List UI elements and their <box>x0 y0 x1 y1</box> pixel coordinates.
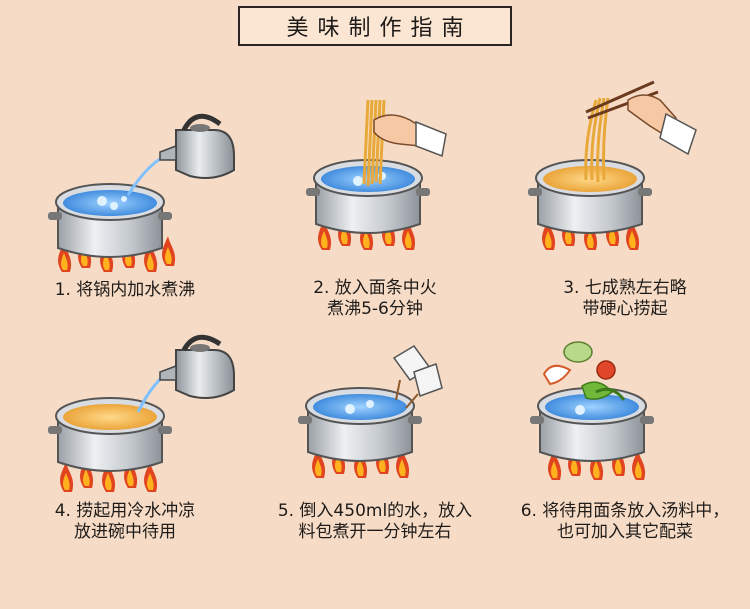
add-vegetables-illustration <box>530 341 654 480</box>
step-4: 4. 捞起用冷水冲凉 放进碗中待用 <box>0 330 250 600</box>
step-4-caption: 4. 捞起用冷水冲凉 放进碗中待用 <box>0 501 250 543</box>
step-1: 1. 将锅内加水煮沸 <box>0 60 250 330</box>
step-1-caption: 1. 将锅内加水煮沸 <box>0 280 250 301</box>
caption-line: 煮沸5-6分钟 <box>327 299 423 319</box>
vegetables-icon <box>542 341 626 401</box>
step-2-caption: 2. 放入面条中火 煮沸5-6分钟 <box>250 278 500 320</box>
kettle-icon <box>159 334 235 399</box>
page-title: 美味制作指南 <box>286 16 473 41</box>
add-seasoning-illustration <box>298 345 443 478</box>
noodles-in-pot-icon <box>63 404 157 430</box>
step-6-caption: 6. 将待用面条放入汤料中， 也可加入其它配菜 <box>500 501 750 543</box>
title-box: 美味制作指南 <box>238 6 512 46</box>
hand-icon <box>373 114 447 158</box>
water-icon <box>63 190 157 216</box>
caption-line: 5. 倒入450ml的水，放入 <box>277 501 473 521</box>
caption-line: 也可加入其它配菜 <box>557 522 693 542</box>
hand-icon <box>627 94 697 156</box>
caption-line: 2. 放入面条中火 <box>313 278 437 298</box>
water-icon <box>313 394 407 420</box>
step-5: 5. 倒入450ml的水，放入 料包煮开一分钟左右 <box>250 330 500 600</box>
water-icon <box>545 394 639 420</box>
step-5-caption: 5. 倒入450ml的水，放入 料包煮开一分钟左右 <box>250 501 500 543</box>
caption-line: 4. 捞起用冷水冲凉 <box>54 501 196 521</box>
noodles-icon <box>362 99 386 187</box>
caption-line: 放进碗中待用 <box>74 522 176 542</box>
cool-noodles-illustration <box>48 334 235 492</box>
step-3: 3. 七成熟左右略 带硬心捞起 <box>500 60 750 330</box>
caption-line: 6. 将待用面条放入汤料中， <box>520 501 730 521</box>
caption-line: 料包煮开一分钟左右 <box>298 522 452 542</box>
step-2: 2. 放入面条中火 煮沸5-6分钟 <box>250 60 500 330</box>
boiling-pot-with-kettle-illustration <box>48 113 235 272</box>
step-6: 6. 将待用面条放入汤料中， 也可加入其它配菜 <box>500 330 750 600</box>
step-3-caption: 3. 七成熟左右略 带硬心捞起 <box>500 278 750 320</box>
seasoning-packet-icon <box>392 345 443 409</box>
scoop-noodles-illustration <box>528 80 697 250</box>
caption-line: 1. 将锅内加水煮沸 <box>54 280 196 300</box>
noodles-in-pot-icon <box>543 166 637 192</box>
caption-line: 3. 七成熟左右略 <box>563 278 687 298</box>
kettle-icon <box>159 113 235 179</box>
caption-line: 带硬心捞起 <box>582 299 668 319</box>
noodles-into-pot-illustration <box>306 99 447 250</box>
